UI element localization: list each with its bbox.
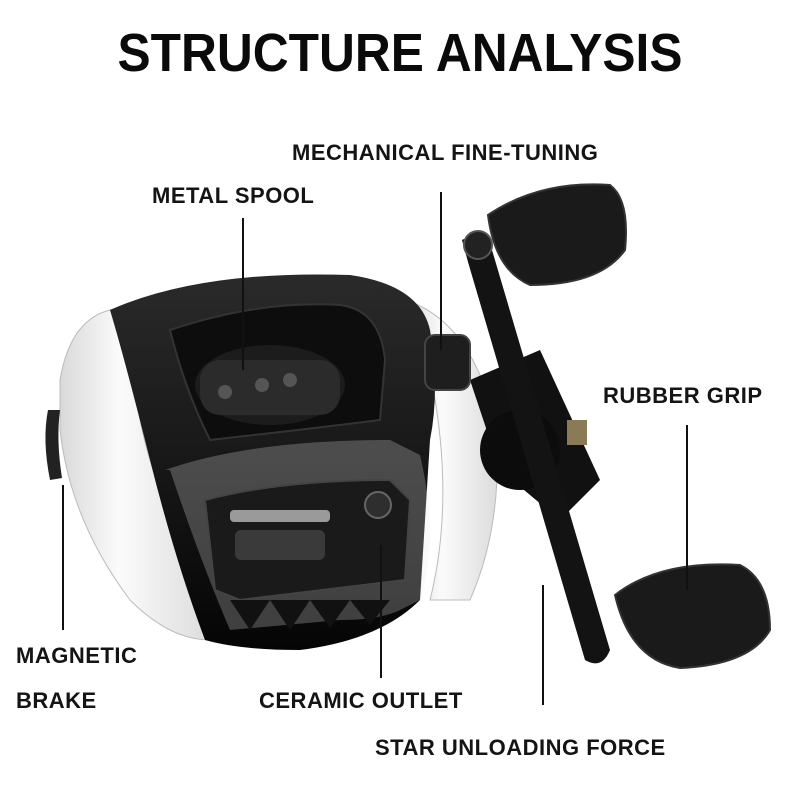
label-mechanical-fine-tuning: MECHANICAL FINE-TUNING — [292, 140, 599, 165]
label-magnetic-brake-line1: MAGNETIC — [16, 643, 138, 668]
label-ceramic-outlet: CERAMIC OUTLET — [259, 688, 463, 713]
page-title: STRUCTURE ANALYSIS — [117, 23, 683, 83]
label-star-unloading-force: STAR UNLOADING FORCE — [375, 735, 666, 760]
label-metal-spool: METAL SPOOL — [152, 183, 315, 208]
label-rubber-grip: RUBBER GRIP — [603, 383, 763, 408]
label-magnetic-brake-line2: BRAKE — [16, 688, 97, 713]
